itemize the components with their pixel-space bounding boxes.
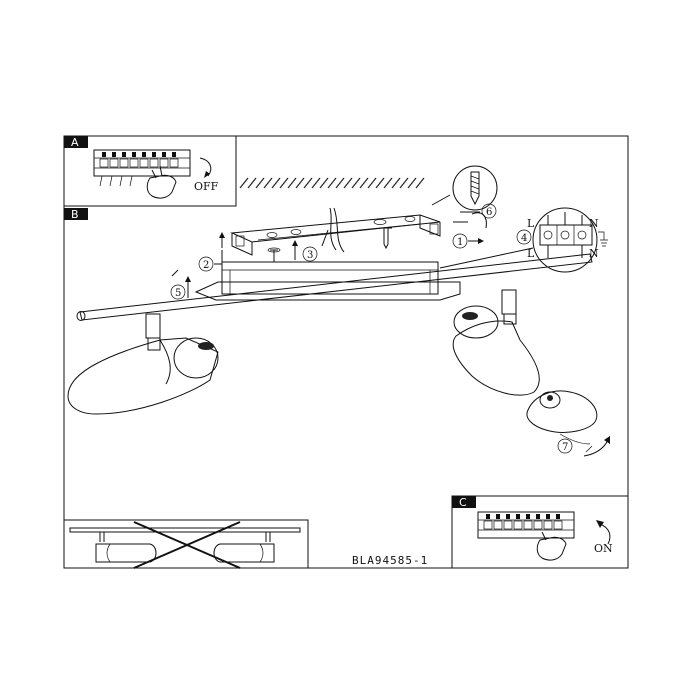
step-7-label: 7 (562, 442, 568, 453)
terminal-block-detail: L N L N (439, 207, 608, 273)
right-spotlight (452, 289, 540, 396)
step-2-label: 2 (203, 260, 209, 271)
step-5-label: 5 (175, 288, 181, 299)
mounting-bracket (230, 214, 441, 256)
incorrect-orientation-panel (63, 519, 309, 569)
section-b-badge (64, 208, 88, 220)
step-6-marker: 6 (460, 203, 497, 219)
left-spotlight (67, 313, 219, 415)
step-2-marker: 2 (198, 250, 223, 272)
outer-frame (63, 135, 629, 569)
switch-off-label: OFF (194, 180, 219, 193)
lamp-tube (79, 253, 593, 321)
section-c-label: C (459, 496, 467, 509)
step-4-marker: 4 (516, 229, 532, 245)
ceiling-hatch (239, 177, 425, 189)
step-3-label: 3 (307, 250, 313, 261)
step-7-marker: 7 (557, 438, 573, 454)
terminal-l-top: L (527, 217, 535, 230)
hand-icon (536, 531, 567, 561)
step-1-label: 1 (457, 237, 463, 248)
step-4-label: 4 (521, 233, 527, 244)
hand-icon (146, 165, 177, 199)
section-a-label: A (71, 136, 79, 149)
step-5-marker: 5 (170, 276, 191, 300)
canopy-base (194, 261, 461, 301)
step-3-marker: 3 (302, 246, 318, 262)
step-1-marker: 1 (452, 233, 484, 249)
terminal-n-top: N (589, 217, 599, 230)
reflector-detail (526, 390, 610, 457)
section-a-badge (64, 136, 88, 148)
step-6-label: 6 (486, 207, 492, 218)
section-c-badge (452, 496, 476, 508)
rotate-on-arrow-icon (599, 523, 611, 545)
section-a-panel: A (63, 135, 237, 207)
screw-icon (267, 227, 392, 262)
terminal-strip-a (93, 149, 191, 187)
model-code: BLA94585-1 (352, 554, 428, 567)
terminal-l-bottom: L (527, 247, 535, 260)
terminal-n-bottom: N (589, 247, 599, 260)
section-b-label: B (71, 208, 79, 221)
section-c-panel: C ON (451, 495, 629, 569)
screw-detail-icon (431, 165, 498, 211)
mains-wires (321, 207, 345, 253)
switch-on-label: ON (594, 542, 613, 555)
rotate-arrow-icon (171, 269, 179, 277)
